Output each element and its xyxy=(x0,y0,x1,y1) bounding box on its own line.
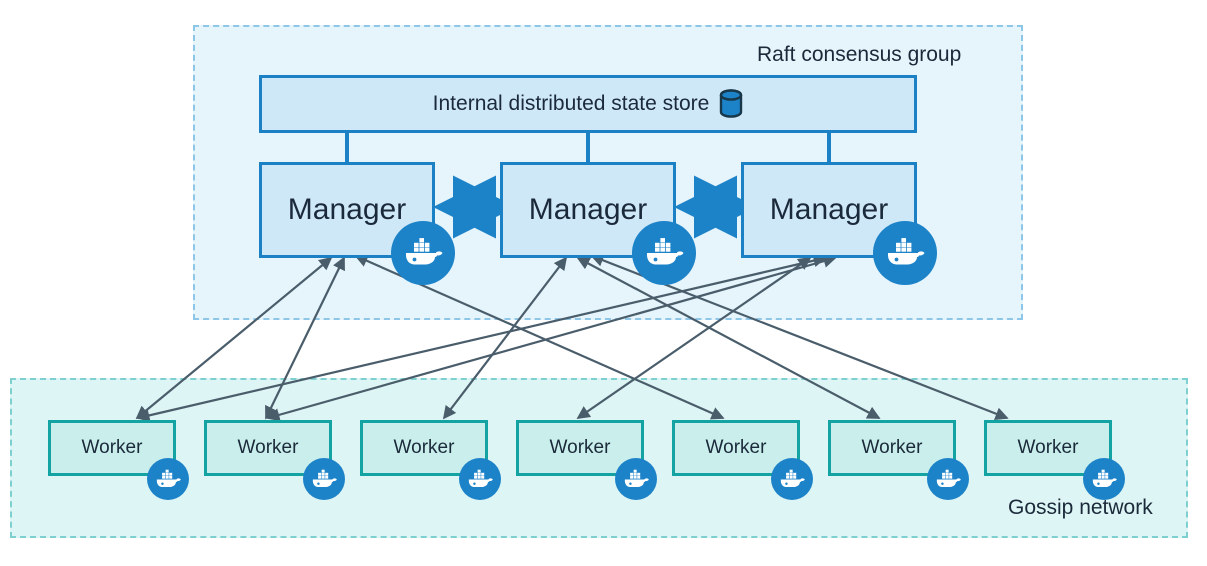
manager-label: Manager xyxy=(528,193,648,226)
worker-label: Worker xyxy=(1017,437,1079,458)
internal-state-store-node[interactable]: Internal distributed state store xyxy=(259,75,917,133)
worker-node-7[interactable]: Worker xyxy=(984,420,1112,476)
docker-whale-icon xyxy=(632,221,696,285)
docker-whale-icon xyxy=(303,458,345,500)
docker-whale-icon xyxy=(873,221,937,285)
docker-whale-icon xyxy=(1083,458,1125,500)
docker-whale-icon xyxy=(615,458,657,500)
docker-whale-icon xyxy=(391,221,455,285)
database-cylinder-icon xyxy=(719,89,743,119)
worker-label: Worker xyxy=(237,437,299,458)
state-store-label: Internal distributed state store xyxy=(432,92,710,115)
worker-node-5[interactable]: Worker xyxy=(672,420,800,476)
docker-whale-icon xyxy=(927,458,969,500)
raft-consensus-group-label: Raft consensus group xyxy=(757,43,962,66)
docker-whale-icon xyxy=(771,458,813,500)
docker-whale-icon xyxy=(459,458,501,500)
worker-node-2[interactable]: Worker xyxy=(204,420,332,476)
docker-whale-icon xyxy=(147,458,189,500)
worker-label: Worker xyxy=(861,437,923,458)
store-to-manager-connectors xyxy=(345,133,831,162)
worker-manager-links xyxy=(135,254,1009,422)
manager-node-1[interactable]: Manager xyxy=(259,162,435,258)
worker-label: Worker xyxy=(81,437,143,458)
gossip-network-label: Gossip network xyxy=(1008,496,1153,519)
worker-label: Worker xyxy=(705,437,767,458)
manager-label: Manager xyxy=(287,193,407,226)
worker-label: Worker xyxy=(549,437,611,458)
manager-label: Manager xyxy=(769,193,889,226)
worker-label: Worker xyxy=(393,437,455,458)
